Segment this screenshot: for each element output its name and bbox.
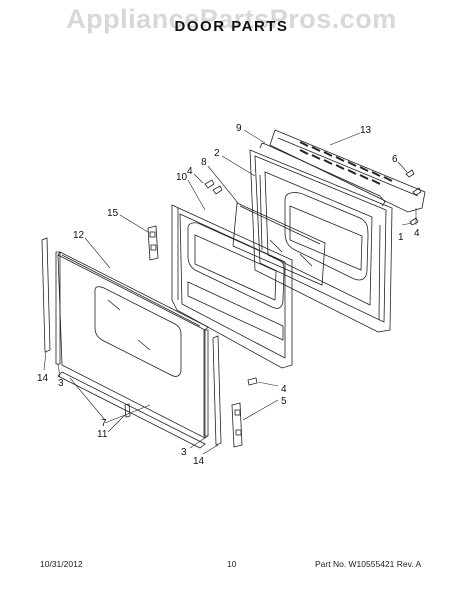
callout-6: 6 (392, 154, 398, 165)
door-frame (171, 204, 293, 369)
footer-date: 10/31/2012 (40, 559, 83, 569)
watermark: AppliancePartsPros.com (66, 4, 397, 34)
callout-4: 4 (281, 384, 287, 395)
footer-part-number: Part No. W10555421 Rev. A (315, 559, 422, 569)
callout-14: 14 (193, 456, 205, 467)
vent-trim (259, 129, 426, 213)
callout-4: 4 (187, 166, 193, 177)
callout-14: 14 (37, 373, 49, 384)
callout-1: 1 (398, 232, 404, 243)
callout-13: 13 (360, 125, 372, 136)
callout-11: 11 (97, 429, 108, 440)
callout-9: 9 (236, 123, 242, 134)
hinge-top (147, 225, 159, 261)
side-trim-right (212, 335, 222, 446)
side-trim-left (41, 237, 51, 353)
inner-door-panel (249, 149, 393, 333)
callout-2: 2 (214, 148, 220, 159)
footer-page-number: 10 (227, 559, 237, 569)
edge-strip-left (55, 251, 61, 365)
callout-5: 5 (281, 396, 287, 407)
screws (124, 169, 422, 418)
inner-glass (232, 202, 326, 286)
callout-4: 4 (414, 228, 420, 239)
callout-3: 3 (58, 378, 64, 389)
callout-7: 7 (101, 418, 107, 429)
leader-lines (43, 129, 417, 455)
callout-3: 3 (181, 447, 187, 458)
callouts: 13 9 6 2 8 4 10 1 4 15 12 14 3 7 11 4 5 … (37, 123, 420, 467)
callout-10: 10 (176, 172, 188, 183)
page-title: DOOR PARTS (174, 18, 289, 35)
hinge-bottom (231, 402, 243, 448)
outer-door-panel (57, 251, 209, 439)
callout-15: 15 (107, 208, 119, 219)
callout-12: 12 (73, 230, 85, 241)
callout-8: 8 (201, 157, 207, 168)
bottom-trim (57, 371, 206, 449)
